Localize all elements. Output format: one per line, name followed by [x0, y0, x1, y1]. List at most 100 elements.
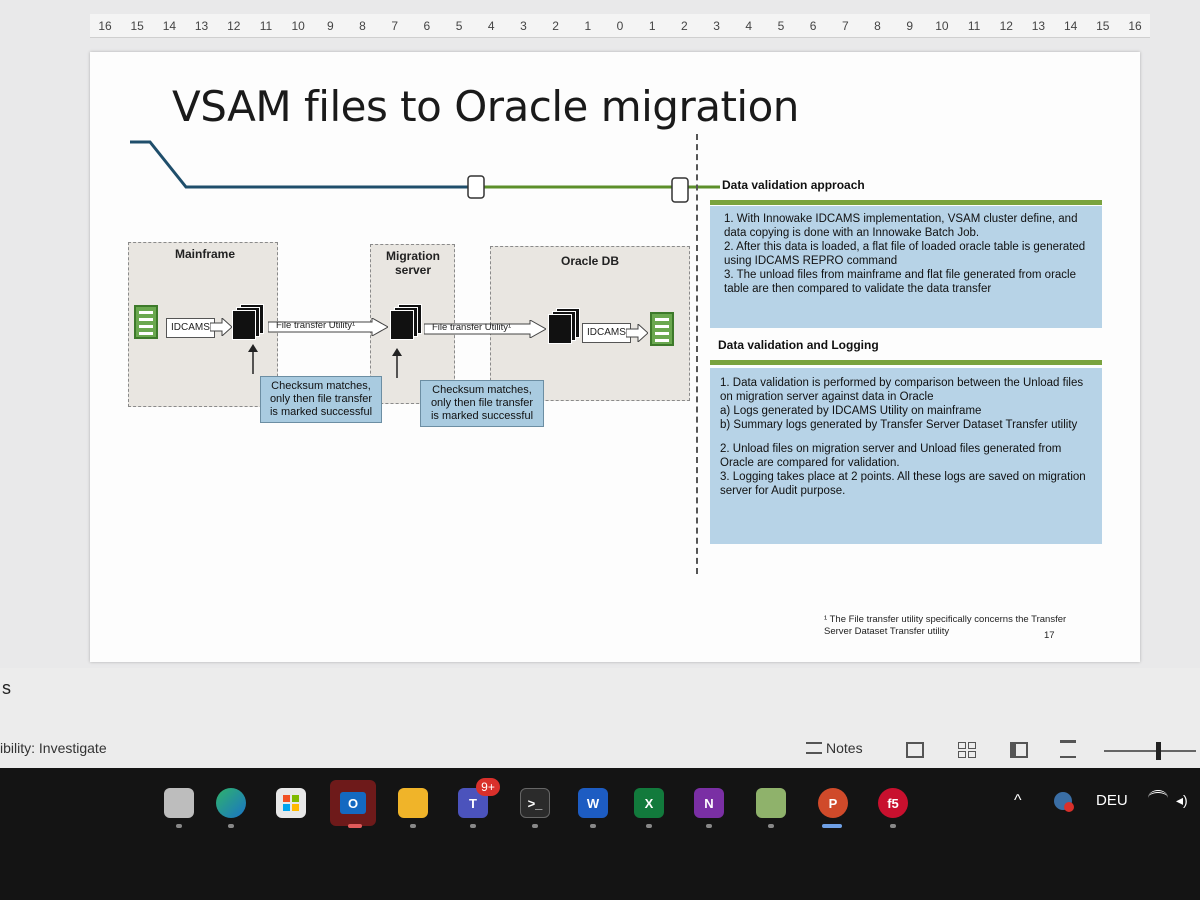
onenote-icon[interactable]: N: [694, 788, 724, 818]
ruler-tick: 16: [1128, 18, 1142, 33]
slide-title[interactable]: VSAM files to Oracle migration: [172, 82, 799, 131]
checksum-note-2: Checksum matches, only then file transfe…: [420, 380, 544, 427]
notes-button[interactable]: Notes: [826, 740, 863, 756]
ruler-tick: 13: [1031, 18, 1046, 33]
wifi-icon[interactable]: [1148, 790, 1168, 806]
error-badge-icon: [1064, 802, 1074, 812]
windows-taskbar: O T 9+ >_ W X N P f5 ^ DEU ◂): [0, 768, 1200, 900]
active-indicator: [822, 824, 842, 828]
arrow-right-icon: [424, 320, 546, 338]
ruler-tick: 0: [616, 18, 624, 33]
ruler-tick: 15: [1096, 18, 1110, 33]
oracle-db-label: Oracle DB: [560, 254, 620, 268]
oracle-database-icon: [650, 312, 674, 346]
running-indicator: [532, 824, 538, 828]
running-indicator: [228, 824, 234, 828]
logging-item: 1. Data validation is performed by compa…: [720, 377, 1084, 403]
approach-item: 3. The unload files from mainframe and f…: [724, 269, 1076, 295]
section-underline: [710, 360, 1102, 365]
section-underline: [710, 200, 1102, 205]
logging-item: 2. Unload files on migration server and …: [720, 443, 1062, 469]
ruler-tick: 13: [194, 18, 209, 33]
transfer-utility-label-2: File transfer Utility¹: [432, 322, 512, 333]
running-indicator: [410, 824, 416, 828]
idcams-left-label: IDCAMS: [166, 318, 215, 338]
active-indicator: [348, 824, 362, 828]
ruler-tick: 6: [423, 18, 431, 33]
logging-item: b) Summary logs generated by Transfer Se…: [720, 419, 1078, 431]
file-stack-icon: [548, 308, 580, 344]
teams-badge: 9+: [476, 778, 500, 796]
ruler-tick: 10: [935, 18, 949, 33]
arrow-right-icon: [268, 318, 388, 336]
validation-logging-title: Data validation and Logging: [718, 338, 879, 352]
ruler-tick: 9: [906, 18, 914, 33]
store-icon[interactable]: [276, 788, 306, 818]
approach-item: 2. After this data is loaded, a flat fil…: [724, 241, 1086, 267]
terminal-icon[interactable]: >_: [520, 788, 550, 818]
mainframe-database-icon: [134, 305, 158, 339]
normal-view-icon[interactable]: [906, 742, 924, 758]
validation-approach-title: Data validation approach: [722, 178, 865, 192]
volume-icon[interactable]: ◂): [1176, 792, 1188, 808]
outlook-icon[interactable]: O: [330, 780, 376, 826]
zoom-slider-track[interactable]: [1104, 750, 1196, 752]
edge-icon[interactable]: [216, 788, 246, 818]
excel-icon[interactable]: X: [634, 788, 664, 818]
status-bar: s ibility: Investigate Notes: [0, 668, 1200, 768]
ruler-tick: 15: [130, 18, 144, 33]
ruler-tick: 12: [227, 18, 241, 33]
f5-icon[interactable]: f5: [878, 788, 908, 818]
slide-sorter-icon[interactable]: [958, 742, 976, 758]
ruler-tick: 5: [455, 18, 463, 33]
ruler-tick: 1: [584, 18, 592, 33]
task-view-icon[interactable]: [164, 788, 194, 818]
reading-view-icon[interactable]: [1010, 742, 1028, 758]
footnote: ¹ The File transfer utility specifically…: [824, 614, 1067, 637]
running-indicator: [706, 824, 712, 828]
validation-logging-box: 1. Data validation is performed by compa…: [710, 368, 1102, 544]
word-icon[interactable]: W: [578, 788, 608, 818]
mainframe-label: Mainframe: [174, 247, 236, 261]
presenter-view-icon[interactable]: [1060, 740, 1076, 758]
logging-item: 3. Logging takes place at 2 points. All …: [720, 471, 1086, 497]
image-icon[interactable]: [756, 788, 786, 818]
accessibility-status-button[interactable]: ibility: Investigate: [0, 740, 107, 756]
arrow-right-icon: [210, 318, 232, 336]
divider-line: [696, 134, 698, 574]
ruler-tick: 11: [967, 18, 981, 33]
running-indicator: [590, 824, 596, 828]
ruler-tick: 3: [713, 18, 720, 33]
slide-canvas[interactable]: VSAM files to Oracle migration Mainframe…: [90, 52, 1140, 662]
approach-item: 1. With Innowake IDCAMS implementation, …: [724, 213, 1078, 239]
ruler-tick: 7: [391, 18, 399, 33]
logging-item: a) Logs generated by IDCAMS Utility on m…: [720, 405, 982, 417]
ruler-tick: 3: [520, 18, 527, 33]
notes-icon: [806, 742, 822, 754]
checksum-note-1: Checksum matches, only then file transfe…: [260, 376, 382, 423]
input-language-button[interactable]: DEU: [1096, 792, 1128, 809]
chevron-up-icon[interactable]: ^: [1014, 792, 1022, 809]
file-stack-icon: [390, 304, 422, 340]
running-indicator: [646, 824, 652, 828]
ruler-tick: 5: [777, 18, 785, 33]
idcams-right-label: IDCAMS: [582, 323, 631, 343]
transfer-utility-label-1: File transfer Utility¹: [276, 320, 356, 331]
ruler-tick: 2: [681, 18, 688, 33]
ruler-tick: 16: [98, 18, 112, 33]
timeline-line: [130, 140, 720, 203]
file-stack-icon: [232, 304, 264, 340]
ruler-tick: 1: [648, 18, 656, 33]
zoom-slider-thumb[interactable]: [1156, 742, 1161, 760]
running-indicator: [890, 824, 896, 828]
migration-server-label: Migration server: [386, 249, 440, 277]
status-fragment: s: [2, 678, 11, 698]
ruler-tick: 7: [841, 18, 849, 33]
slide-page-number: 17: [1044, 630, 1055, 641]
ruler-tick: 4: [745, 18, 753, 33]
explorer-icon[interactable]: [398, 788, 428, 818]
arrow-right-icon: [626, 324, 648, 342]
ruler-tick: 14: [162, 18, 177, 33]
powerpoint-icon[interactable]: P: [818, 788, 848, 818]
